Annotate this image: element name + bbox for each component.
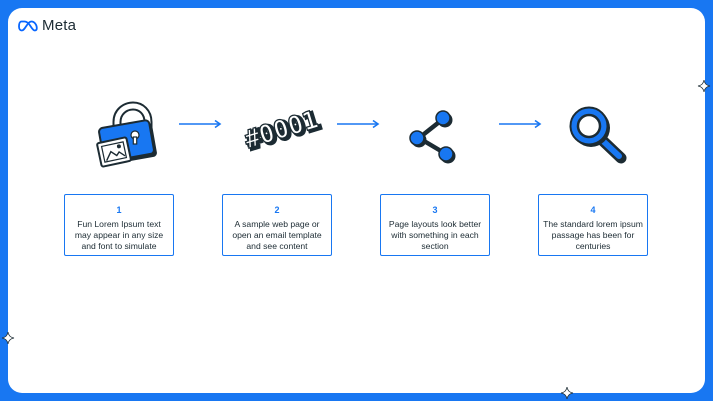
lock-with-image-icon <box>96 101 157 168</box>
magnifying-glass-icon <box>569 106 627 164</box>
step-description: Page layouts look better with something … <box>388 219 482 251</box>
sparkle-icon <box>697 79 711 93</box>
sparkle-icon <box>560 386 574 400</box>
sparkle-icon <box>1 331 15 345</box>
arrow-right-icon <box>337 119 380 129</box>
step-card-4: 4 The standard lorem ipsum passage has b… <box>538 194 648 256</box>
step-number: 4 <box>590 205 596 215</box>
slide-canvas: Meta #0001 #0001 <box>8 8 705 393</box>
step-card-1: 1 Fun Lorem Ipsum text may appear in any… <box>64 194 174 256</box>
step-number: 1 <box>116 205 122 215</box>
step-number: 3 <box>432 205 438 215</box>
meta-infinity-icon <box>18 20 38 31</box>
step-card-3: 3 Page layouts look better with somethin… <box>380 194 490 256</box>
share-icon <box>409 110 456 164</box>
hashtag-number-icon: #0001 #0001 <box>240 104 325 157</box>
meta-logo: Meta <box>18 17 76 34</box>
arrow-right-icon <box>179 119 222 129</box>
step-description: Fun Lorem Ipsum text may appear in any s… <box>74 219 164 251</box>
step-description: A sample web page or open an email templ… <box>232 219 322 251</box>
hashtag-number-text: #0001 <box>241 105 321 155</box>
arrow-right-icon <box>499 119 542 129</box>
step-card-2: 2 A sample web page or open an email tem… <box>222 194 332 256</box>
brand-name: Meta <box>42 17 77 34</box>
step-number: 2 <box>274 205 280 215</box>
step-description: The standard lorem ipsum passage has bee… <box>543 219 643 251</box>
